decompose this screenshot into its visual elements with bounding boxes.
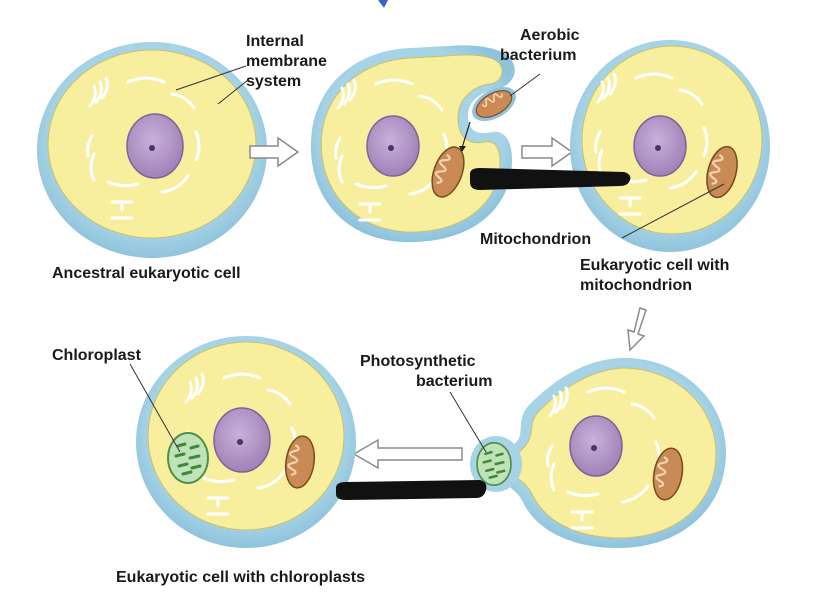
arrow-1 <box>249 136 300 168</box>
caption-with-mitochondrion: Eukaryotic cell with mitochondrion <box>580 257 734 294</box>
label-chloroplast: Chloroplast <box>52 347 142 364</box>
label-mitochondrion: Mitochondrion <box>480 231 591 248</box>
nucleus <box>126 113 184 179</box>
top-decoration <box>378 0 388 8</box>
cell-engulfing-photosynthetic <box>470 357 726 548</box>
arrow-2 <box>521 136 574 168</box>
redaction-bar-top <box>470 168 631 190</box>
leader-lines <box>129 65 725 453</box>
cell-with-chloroplasts <box>136 336 356 548</box>
arrow-3 <box>627 307 647 352</box>
arrow-4 <box>352 438 463 470</box>
label-photosynthetic-bacterium: Photosynthetic bacterium <box>360 353 492 390</box>
label-aerobic-bacterium: Aerobic bacterium <box>500 27 584 64</box>
cell-ancestral <box>37 42 267 258</box>
caption-ancestral: Ancestral eukaryotic cell <box>52 265 241 282</box>
cell-engulfing-aerobe <box>310 45 517 243</box>
redaction-bar-bottom <box>336 480 487 500</box>
label-internal-membrane: Internal membrane system <box>246 33 331 90</box>
caption-with-chloroplasts: Eukaryotic cell with chloroplasts <box>116 569 365 586</box>
cell-with-mitochondrion <box>570 40 770 252</box>
